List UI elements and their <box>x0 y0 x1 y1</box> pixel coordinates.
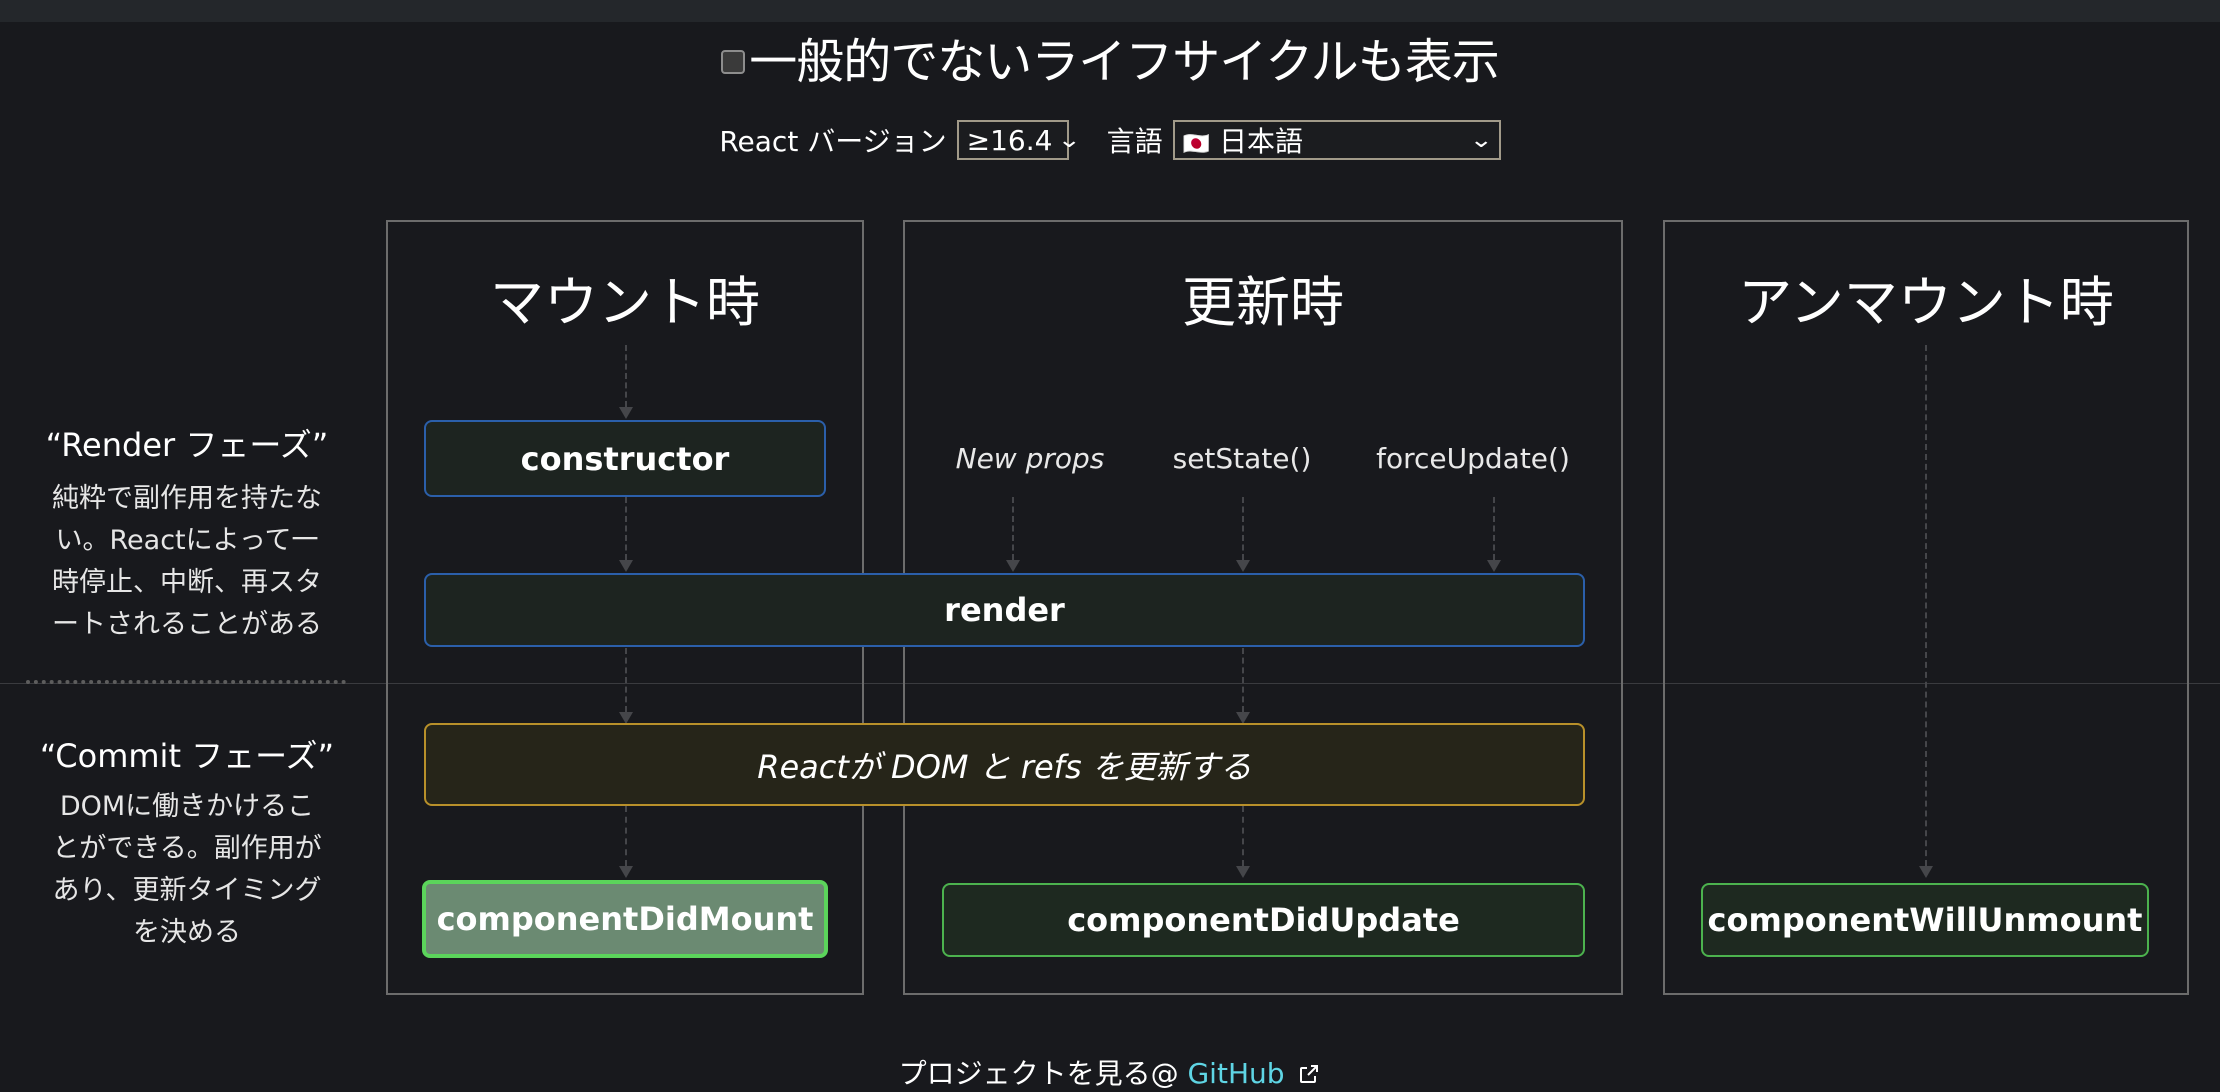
connector-line <box>625 648 627 712</box>
connector-line <box>1012 497 1014 560</box>
component-did-update-box[interactable]: componentDidUpdate <box>942 883 1585 957</box>
render-box[interactable]: render <box>424 573 1585 647</box>
language-value: 日本語 <box>1218 125 1303 158</box>
trigger-force-update: forceUpdate() <box>1376 442 1570 475</box>
unmount-panel-title: アンマウント時 <box>1738 271 2114 334</box>
connector-line <box>625 345 627 407</box>
arrow-down-icon <box>1236 712 1250 724</box>
react-version-value: ≥16.4 <box>966 123 1053 157</box>
phase-divider-line <box>0 683 2220 684</box>
trigger-set-state: setState() <box>1172 442 1312 475</box>
arrow-down-icon <box>619 560 633 572</box>
arrow-down-icon <box>619 407 633 419</box>
arrow-down-icon <box>619 712 633 724</box>
update-panel-title: 更新時 <box>1182 271 1344 334</box>
arrow-down-icon <box>1919 866 1933 878</box>
footer: プロジェクトを見る@ GitHub <box>0 1052 2220 1092</box>
mount-panel-title: マウント時 <box>490 271 760 334</box>
component-did-mount-box[interactable]: componentDidMount <box>422 880 828 958</box>
settings-row: React バージョン ≥16.4 ⌄ 言語 🇯🇵 日本語 ⌄ <box>0 118 2220 162</box>
react-version-select[interactable]: ≥16.4 ⌄ <box>956 120 1082 160</box>
phase-dotted-divider <box>26 680 346 684</box>
japan-flag-icon: 🇯🇵 <box>1182 132 1211 157</box>
top-bar <box>0 0 2220 22</box>
language-select[interactable]: 🇯🇵 日本語 ⌄ <box>1172 120 1501 160</box>
render-phase-title: “Render フェーズ” <box>45 426 329 464</box>
chevron-down-icon: ⌄ <box>1057 127 1082 153</box>
connector-line <box>1242 497 1244 560</box>
unmount-panel: アンマウント時 <box>1663 220 2189 995</box>
show-uncommon-row: 一般的でないライフサイクルも表示 <box>0 22 2220 92</box>
react-updates-dom-box[interactable]: Reactが DOM と refs を更新する <box>424 723 1585 806</box>
commit-phase-description: DOMに働きかけるこ とができる。副作用が あり、更新タイミング を決める <box>52 791 322 948</box>
render-phase-description: 純粋で副作用を持たな い。Reactによって一 時停止、中断、再スタ ートされる… <box>52 483 322 640</box>
trigger-new-props: New props <box>955 442 1105 475</box>
footer-text: プロジェクトを見る@ <box>898 1057 1188 1090</box>
connector-line <box>625 497 627 560</box>
connector-line <box>625 806 627 866</box>
connector-line <box>1493 497 1495 560</box>
arrow-down-icon <box>1236 560 1250 572</box>
arrow-down-icon <box>1006 560 1020 572</box>
arrow-down-icon <box>1236 866 1250 878</box>
commit-phase-title: “Commit フェーズ” <box>39 737 335 775</box>
constructor-box[interactable]: constructor <box>424 420 826 497</box>
connector-line <box>1242 648 1244 712</box>
arrow-down-icon <box>1487 560 1501 572</box>
show-uncommon-checkbox[interactable] <box>721 50 746 74</box>
show-uncommon-label[interactable]: 一般的でないライフサイクルも表示 <box>749 34 1500 90</box>
react-version-label: React バージョン <box>719 125 947 158</box>
component-will-unmount-box[interactable]: componentWillUnmount <box>1701 883 2149 957</box>
connector-line <box>1242 806 1244 866</box>
language-label: 言語 <box>1106 125 1163 158</box>
chevron-down-icon: ⌄ <box>1469 127 1494 153</box>
connector-line <box>1925 345 1927 866</box>
external-link-icon[interactable] <box>1297 1062 1321 1086</box>
github-link[interactable]: GitHub <box>1187 1057 1285 1090</box>
arrow-down-icon <box>619 866 633 878</box>
